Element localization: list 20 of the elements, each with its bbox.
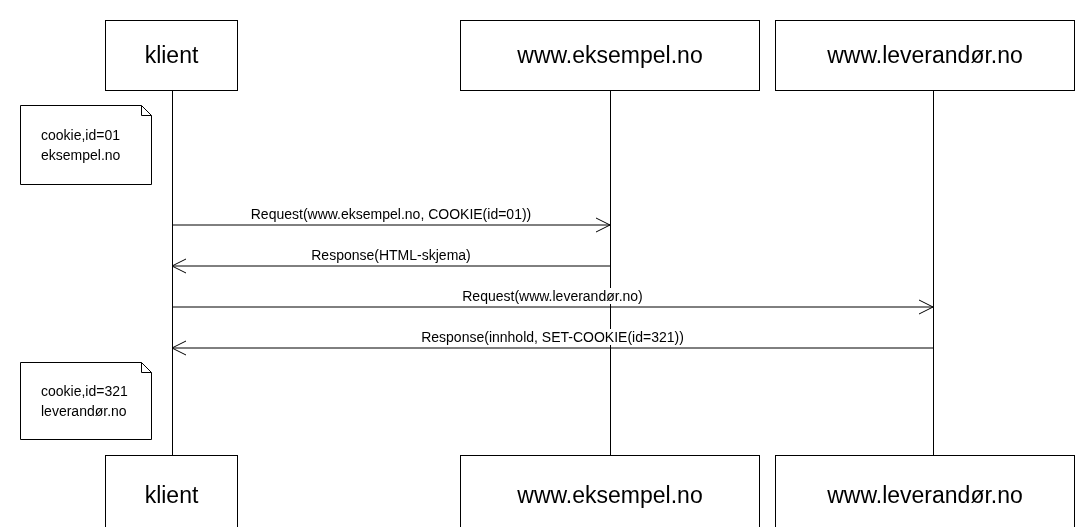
message-arrow	[171, 340, 934, 356]
lifeline	[172, 91, 174, 455]
message-label: Request(www.leverandør.no)	[461, 288, 644, 304]
lifeline	[933, 91, 935, 455]
participant-box: www.leverandør.no	[775, 20, 1075, 91]
participant-box: www.leverandør.no	[775, 455, 1075, 527]
participant-box: www.eksempel.no	[460, 20, 760, 91]
message-label: Response(HTML-skjema)	[310, 247, 472, 263]
note-box	[20, 105, 152, 185]
message-arrow	[171, 258, 611, 274]
message-arrow	[171, 217, 611, 233]
message-arrow	[171, 299, 934, 315]
participant-box: www.eksempel.no	[460, 455, 760, 527]
note-box	[20, 362, 152, 440]
message-label: Response(innhold, SET-COOKIE(id=321))	[420, 329, 685, 345]
note-text: cookie,id=321 leverandør.no	[41, 382, 129, 421]
participant-box: klient	[105, 455, 238, 527]
participant-box: klient	[105, 20, 238, 91]
note-text: cookie,id=01 eksempel.no	[41, 126, 122, 165]
message-label: Request(www.eksempel.no, COOKIE(id=01))	[249, 206, 533, 222]
